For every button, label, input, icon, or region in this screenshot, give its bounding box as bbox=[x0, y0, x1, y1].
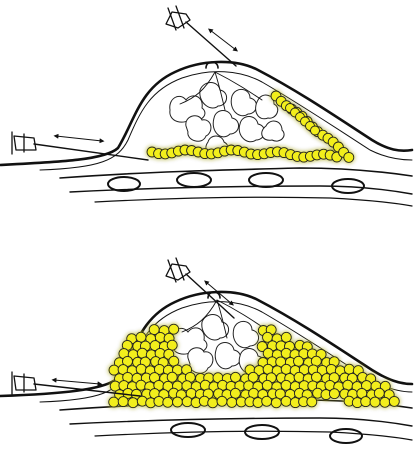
fat-droplet bbox=[173, 397, 183, 407]
cannula-icon bbox=[12, 132, 148, 160]
fat-droplet bbox=[109, 397, 119, 407]
fat-droplet bbox=[128, 398, 138, 408]
bidirectional-arrow-icon bbox=[54, 380, 100, 384]
fat-droplet bbox=[389, 396, 399, 406]
fat-droplet bbox=[281, 396, 291, 406]
fat-droplet bbox=[182, 397, 192, 407]
fat-droplet bbox=[227, 397, 237, 407]
fat-droplet bbox=[163, 397, 173, 407]
fat-droplet bbox=[262, 396, 272, 406]
fascia-line-3 bbox=[95, 197, 412, 206]
fascia-line-1 bbox=[60, 168, 412, 178]
fat-droplet bbox=[370, 397, 380, 407]
fat-droplet bbox=[217, 396, 227, 406]
fat-droplet bbox=[167, 372, 177, 382]
panel-top-partial-fat bbox=[0, 6, 412, 206]
fat-droplet bbox=[154, 396, 164, 406]
fat-droplet bbox=[374, 388, 384, 398]
fat-droplet bbox=[136, 332, 146, 342]
fat-droplet bbox=[109, 365, 119, 375]
ribs bbox=[108, 173, 364, 193]
gland-lobules bbox=[172, 300, 265, 374]
fat-droplet bbox=[136, 364, 146, 374]
fascia-line-2 bbox=[70, 418, 412, 426]
fat-droplet bbox=[311, 126, 320, 135]
fat-droplet bbox=[169, 324, 179, 334]
fat-droplet bbox=[118, 397, 128, 407]
fat-droplet bbox=[380, 397, 390, 407]
fat-droplet bbox=[281, 380, 291, 390]
cannula-icon bbox=[166, 258, 234, 318]
fat-droplet bbox=[167, 340, 177, 350]
fat-droplet bbox=[344, 152, 354, 162]
ribs bbox=[171, 423, 362, 443]
fat-droplet bbox=[208, 398, 218, 408]
cannula-icon bbox=[166, 6, 236, 66]
fat-droplet bbox=[307, 397, 317, 407]
fat-droplet bbox=[361, 397, 371, 407]
bidirectional-arrow-icon bbox=[56, 136, 102, 141]
fat-droplet bbox=[329, 389, 339, 399]
fat-droplet bbox=[230, 388, 240, 398]
fat-droplet bbox=[271, 398, 281, 408]
fat-droplet bbox=[281, 348, 291, 358]
panel-bottom-full-fat bbox=[0, 258, 412, 443]
